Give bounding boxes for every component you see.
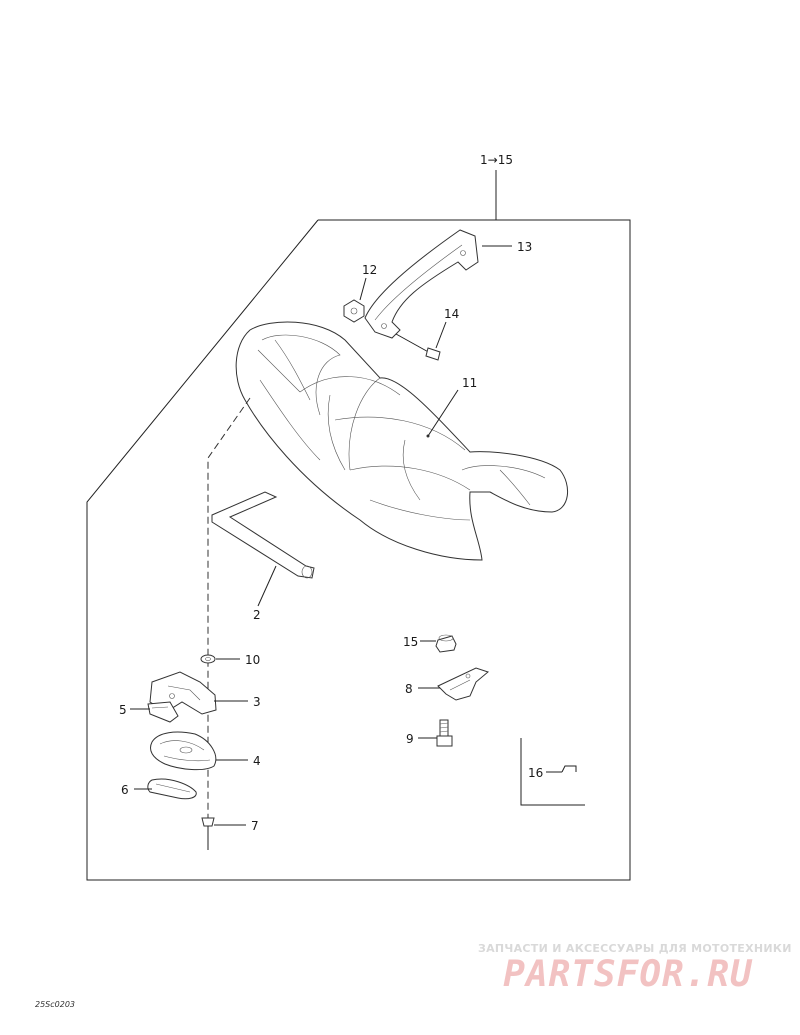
label-2: 2 [253,608,261,622]
connection-dash-line [207,397,251,845]
support-plate-part-8 [437,667,490,701]
seat-part-11 [235,321,568,561]
label-11: 11 [462,376,477,390]
latch-plate-part-5 [147,701,179,723]
label-6: 6 [121,783,129,797]
leader-12 [359,277,367,301]
watermark: ЗАПЧАСТИ И АКСЕССУАРЫ ДЛЯ МОТОТЕХНИКИ PA… [478,942,792,995]
watermark-caption: ЗАПЧАСТИ И АКСЕССУАРЫ ДЛЯ МОТОТЕХНИКИ [478,942,792,955]
label-5: 5 [119,703,127,717]
label-12: 12 [362,263,377,277]
leader-14 [435,321,447,349]
label-8: 8 [405,682,413,696]
leader-11 [427,389,459,437]
leader-2 [257,565,277,607]
watermark-logo: PARTSFOR.RU [503,954,753,995]
label-16: 16 [528,766,543,780]
label-4: 4 [253,754,261,768]
latch-housing-part-4 [150,731,217,771]
rivet-part-7 [201,817,215,850]
label-3: 3 [253,695,261,709]
label-9: 9 [406,732,414,746]
sub-item-box-16 [520,738,585,806]
assembly-label: 1→15 [480,153,513,167]
screw-part-9 [436,719,453,747]
label-10: 10 [245,653,260,667]
label-7: 7 [251,819,259,833]
drawing-code: 25Sc0203 [35,1000,76,1009]
label-14: 14 [444,307,459,321]
seat-rod-part-2 [211,491,315,579]
grab-handle-part-13 [364,229,479,339]
nut-part-12 [343,299,365,323]
assembly-frame [86,219,631,881]
bumper-part-15 [435,634,457,653]
label-13: 13 [517,240,532,254]
bolt-part-14 [395,333,441,361]
label-15: 15 [403,635,418,649]
spring-clip-part-6 [147,778,197,800]
washer-part-10 [200,654,216,664]
